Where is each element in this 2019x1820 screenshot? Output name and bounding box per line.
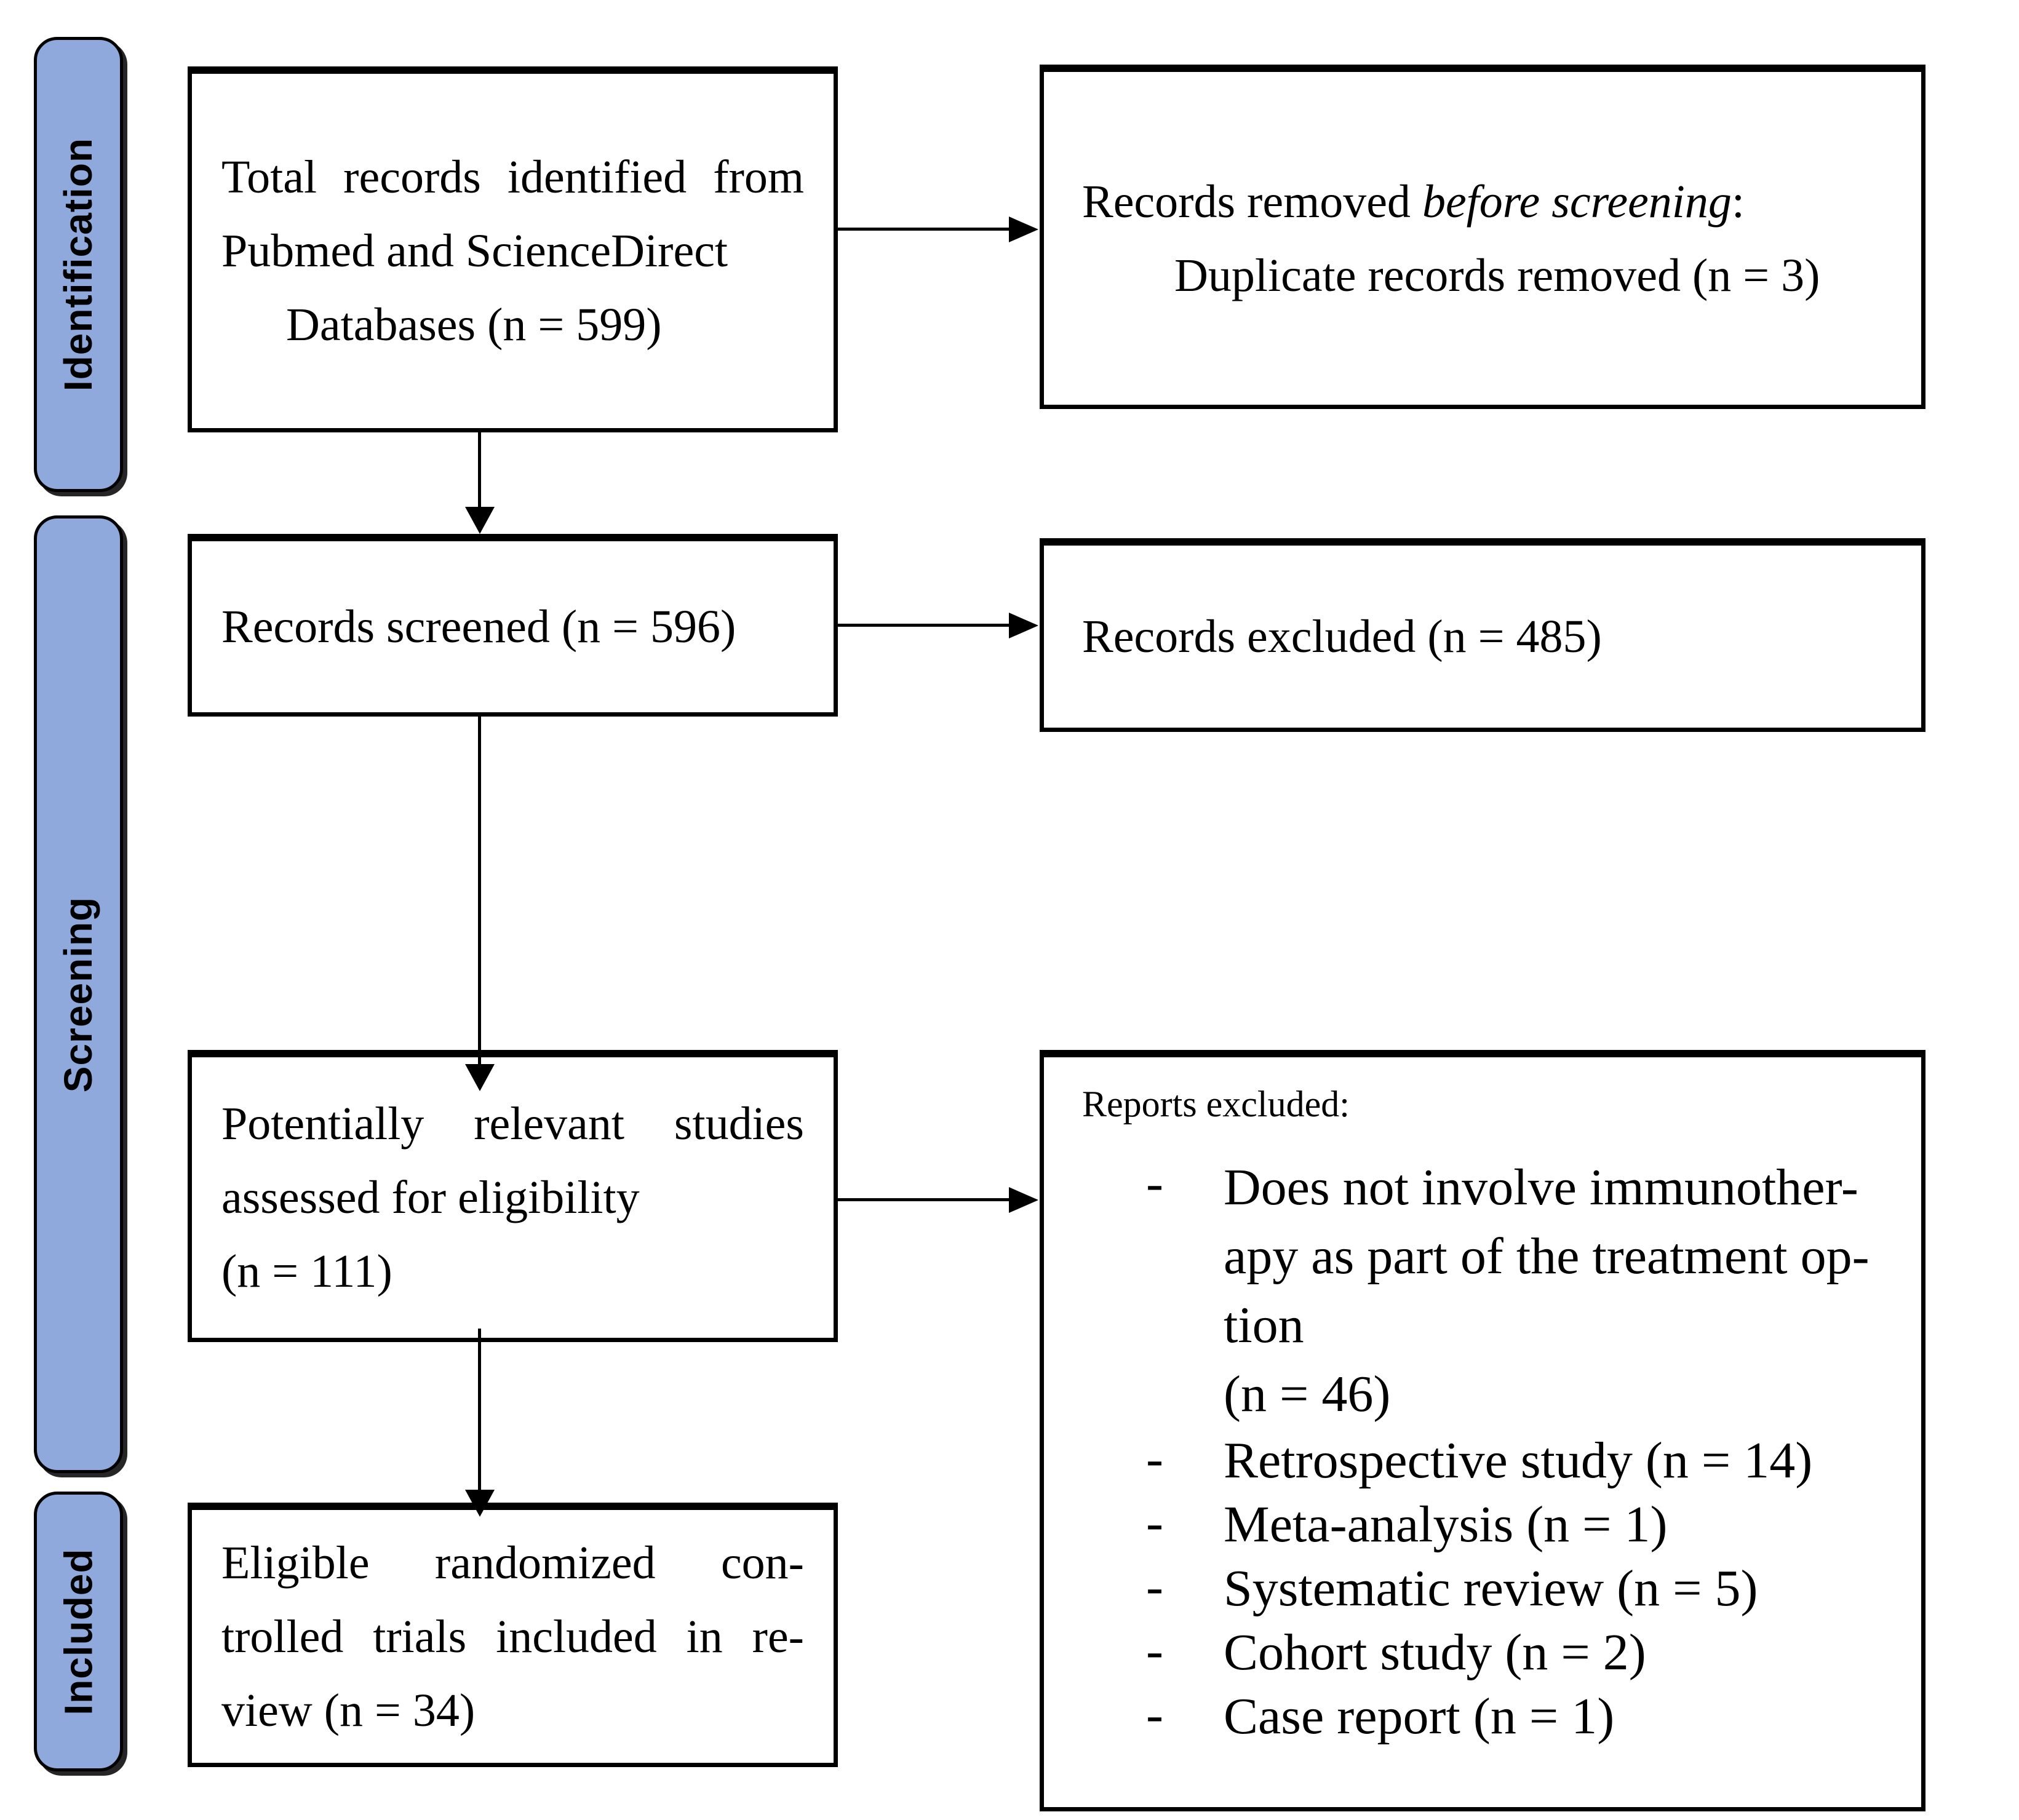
excluded-reason-text: Retrospective study (n = 14): [1224, 1432, 1813, 1489]
stage-identification-label: Identification: [56, 137, 101, 392]
records-removed-line2: Duplicate records removed (n = 3): [1174, 249, 1820, 301]
box-included-trials: Eligible randomized con- trolled trials …: [188, 1503, 838, 1767]
excluded-reason-item: - Does not involve immunother-apy as part…: [1146, 1153, 1890, 1429]
dash-bullet: -: [1146, 1558, 1163, 1615]
box-assessed-eligibility: Potentially relevant studies assessed fo…: [188, 1050, 838, 1342]
box-records-removed: Records removed before screening: Duplic…: [1040, 65, 1925, 409]
stage-screening-label: Screening: [56, 896, 101, 1092]
excluded-reason-item: - Meta-analysis (n = 1): [1146, 1493, 1890, 1557]
stage-included: Included: [34, 1492, 123, 1771]
records-screened-text: Records screened (n = 596): [221, 601, 736, 653]
excluded-reason-text: Case report (n = 1): [1224, 1688, 1615, 1745]
assessed-line1: Potentially relevant studies: [221, 1098, 804, 1150]
records-identified-line1: Total records identified from: [221, 151, 804, 203]
included-trials-line3: view (n = 34): [221, 1684, 476, 1736]
arrowhead-down-icon: [465, 507, 495, 534]
arrowhead-down-icon: [465, 1490, 495, 1517]
excluded-reason-item: - Case report (n = 1): [1146, 1685, 1890, 1749]
records-excluded-text: Records excluded (n = 485): [1082, 611, 1602, 662]
records-identified-line2: Pubmed and ScienceDirect: [221, 225, 728, 277]
records-identified-line3: Databases (n = 599): [286, 299, 662, 351]
dash-bullet: -: [1146, 1154, 1163, 1212]
reports-excluded-list: - Does not involve immunother-apy as part…: [1082, 1153, 1890, 1749]
included-trials-line1: Eligible randomized con-: [221, 1536, 804, 1589]
excluded-reason-item: - Retrospective study (n = 14): [1146, 1429, 1890, 1493]
stage-included-label: Included: [56, 1548, 101, 1715]
dash-bullet: -: [1146, 1430, 1163, 1487]
excluded-reason-text: Meta-analysis (n = 1): [1224, 1496, 1668, 1553]
reports-excluded-title: Reports excluded:: [1082, 1084, 1350, 1124]
arrowhead-right-icon: [1009, 613, 1038, 638]
stage-screening: Screening: [34, 515, 123, 1473]
assessed-line2: assessed for eligibility: [221, 1172, 640, 1223]
box-records-screened: Records screened (n = 596): [188, 534, 838, 717]
excluded-reason-item: - Cohort study (n = 2): [1146, 1621, 1890, 1685]
before-screening-italic: before screening: [1422, 175, 1732, 228]
arrowhead-down-icon: [465, 1064, 495, 1091]
dash-bullet: -: [1146, 1494, 1163, 1551]
box-records-excluded: Records excluded (n = 485): [1040, 538, 1925, 732]
arrowhead-right-icon: [1009, 217, 1038, 242]
excluded-reason-text: Cohort study (n = 2): [1224, 1624, 1646, 1681]
assessed-line3: (n = 111): [221, 1246, 392, 1297]
included-trials-line2: trolled trials included in re-: [221, 1610, 804, 1663]
excluded-reason-text: Systematic review (n = 5): [1224, 1560, 1758, 1617]
box-reports-excluded: Reports excluded: - Does not involve immu…: [1040, 1050, 1925, 1811]
dash-bullet: -: [1146, 1622, 1163, 1679]
box-records-identified: Total records identified from Pubmed and…: [188, 66, 838, 432]
excluded-reason-item: - Systematic review (n = 5): [1146, 1557, 1890, 1621]
dash-bullet: -: [1146, 1686, 1163, 1743]
arrowhead-right-icon: [1009, 1187, 1038, 1213]
excluded-reason-text: Does not involve immunother-apy as part …: [1224, 1159, 1870, 1423]
stage-identification: Identification: [34, 37, 123, 492]
records-removed-line1: Records removed before screening:: [1082, 175, 1745, 228]
